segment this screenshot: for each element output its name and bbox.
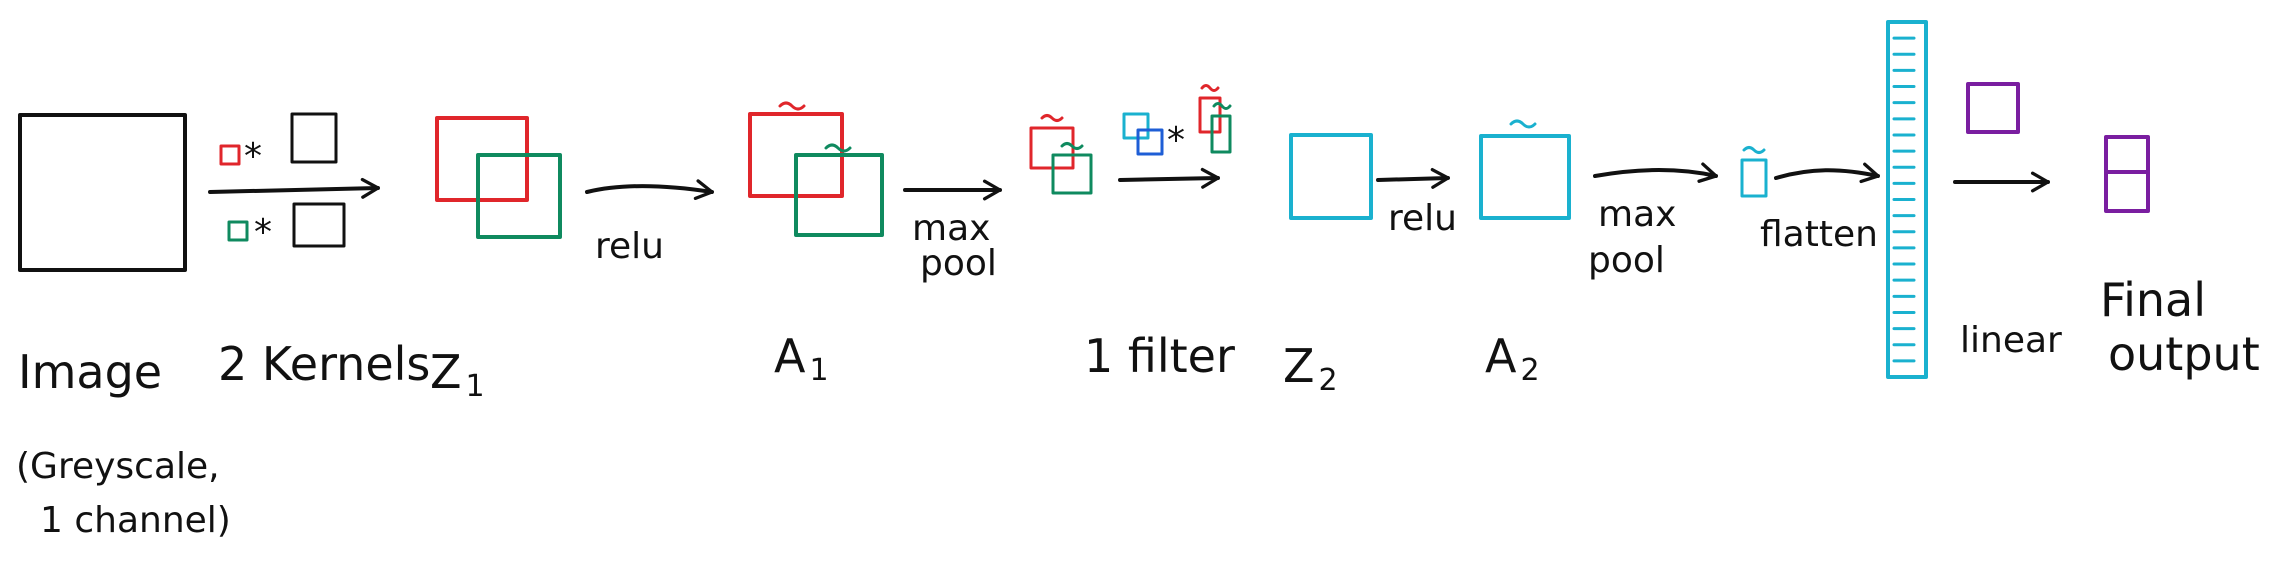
a2-feature-map xyxy=(1479,119,1571,220)
arrow-relu-2 xyxy=(1376,167,1450,189)
flattened-vector xyxy=(1886,20,1928,379)
conv-operator-2: * xyxy=(254,212,272,253)
relu-label-2: relu xyxy=(1388,198,1457,239)
linear-weight-box xyxy=(1966,82,2020,134)
conv-operator-1: * xyxy=(244,136,262,177)
pooled-maps xyxy=(1029,114,1093,195)
image-note-line-2: 1 channel) xyxy=(40,500,231,541)
z2-feature-map xyxy=(1289,133,1373,220)
kernel-input-1 xyxy=(290,112,338,164)
green-kernel xyxy=(227,220,249,242)
filter-blue-kernel xyxy=(1136,128,1164,156)
a1-feature-maps xyxy=(748,101,884,237)
arrow-relu-1 xyxy=(585,179,714,201)
arrow-maxpool-2 xyxy=(1593,162,1718,183)
z1-feature-maps xyxy=(435,116,562,239)
filter-cyan-kernel xyxy=(1122,112,1150,140)
filter-label: 1 filter xyxy=(1084,329,1235,383)
maxpool-label-2b: pool xyxy=(1588,240,1665,281)
relu-label-1: relu xyxy=(595,226,664,267)
arrow-to-z2 xyxy=(1118,167,1220,189)
input-image-box xyxy=(18,113,187,272)
red-kernel xyxy=(219,144,241,166)
final-output-label-1: Final xyxy=(2100,273,2206,327)
arrow-to-z1 xyxy=(208,177,380,199)
image-note-line-1: (Greyscale, xyxy=(16,446,220,487)
final-output-label-2: output xyxy=(2108,327,2260,381)
maxpool-label-1b: pool xyxy=(920,243,997,284)
maxpool-label-2a: max xyxy=(1598,194,1676,235)
pooled-a2-map xyxy=(1740,146,1768,198)
image-label: Image xyxy=(18,345,162,399)
kernels-group: * * xyxy=(219,112,346,253)
conv-operator-3: * xyxy=(1167,120,1185,161)
kernel-input-2 xyxy=(292,202,346,248)
arrow-flatten xyxy=(1774,162,1880,184)
linear-label: linear xyxy=(1960,320,2062,361)
kernels-label: 2 Kernels xyxy=(218,337,430,391)
filter-group: * xyxy=(1122,84,1232,161)
flatten-label: flatten xyxy=(1760,214,1878,255)
final-output-vector xyxy=(2104,135,2150,213)
maxpool-label-1a: max xyxy=(912,208,990,249)
filter-input-green xyxy=(1210,114,1232,154)
